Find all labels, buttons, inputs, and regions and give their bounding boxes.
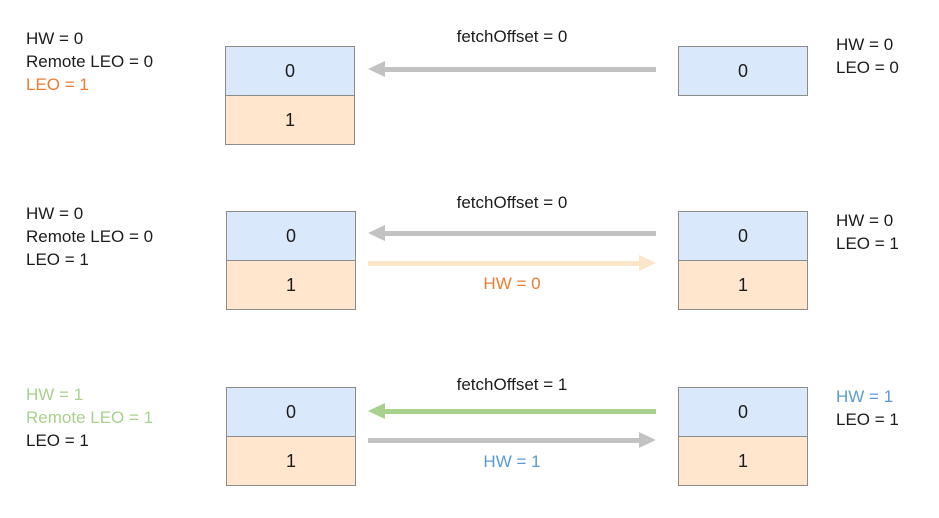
- leader-state-labels: HW = 1 Remote LEO = 1 LEO = 1: [26, 383, 153, 452]
- state-label: HW = 1: [836, 387, 894, 406]
- arrow-line: [368, 260, 639, 266]
- hw-response-arrow: [368, 432, 656, 448]
- hw-response-label: HW = 1: [483, 452, 541, 471]
- log-cell: 1: [679, 260, 807, 309]
- follower-state-labels: HW = 1 LEO = 1: [836, 385, 899, 431]
- leader-log-box: 0 1: [226, 387, 356, 486]
- log-cell: 0: [679, 388, 807, 436]
- follower-state-labels: HW = 0 LEO = 1: [836, 209, 899, 255]
- state-label: HW = 0: [836, 35, 894, 54]
- state-label: Remote LEO = 0: [26, 227, 154, 246]
- arrowhead-left-icon: [368, 403, 385, 419]
- leader-log-box: 0 1: [225, 46, 355, 145]
- state-label: LEO = 1: [26, 75, 89, 94]
- arrowhead-left-icon: [368, 61, 385, 77]
- log-cell: 1: [227, 436, 355, 485]
- hw-response-label: HW = 0: [483, 274, 541, 293]
- arrow-line: [368, 437, 639, 443]
- arrowhead-right-icon: [639, 432, 656, 448]
- arrow-line: [385, 230, 656, 236]
- fetch-request-label: fetchOffset = 1: [456, 375, 568, 394]
- state-label: HW = 1: [26, 385, 84, 404]
- leader-state-labels: HW = 0 Remote LEO = 0 LEO = 1: [26, 202, 153, 271]
- log-cell: 1: [679, 436, 807, 485]
- log-cell: 0: [227, 388, 355, 436]
- fetch-request-label: fetchOffset = 0: [456, 27, 568, 46]
- state-label: Remote LEO = 1: [26, 408, 154, 427]
- state-label: LEO = 1: [26, 250, 89, 269]
- leader-log-box: 0 1: [226, 211, 356, 310]
- fetch-request-arrow: [368, 225, 656, 241]
- arrow-line: [385, 66, 656, 72]
- state-label: LEO = 1: [26, 431, 89, 450]
- fetch-request-label: fetchOffset = 0: [456, 193, 568, 212]
- log-cell: 0: [226, 47, 354, 95]
- log-cell: 1: [226, 95, 354, 144]
- leader-state-labels: HW = 0 Remote LEO = 0 LEO = 1: [26, 27, 153, 96]
- state-label: LEO = 1: [836, 234, 899, 253]
- state-label: Remote LEO = 0: [26, 52, 154, 71]
- state-label: HW = 0: [836, 211, 894, 230]
- follower-state-labels: HW = 0 LEO = 0: [836, 33, 899, 79]
- state-label: LEO = 0: [836, 58, 899, 77]
- arrowhead-left-icon: [368, 225, 385, 241]
- arrow-line: [385, 408, 656, 414]
- fetch-request-arrow: [368, 61, 656, 77]
- follower-log-box: 0: [678, 46, 808, 96]
- state-label: HW = 0: [26, 29, 84, 48]
- hw-response-arrow: [368, 255, 656, 271]
- arrowhead-right-icon: [639, 255, 656, 271]
- follower-log-box: 0 1: [678, 387, 808, 486]
- log-cell: 0: [679, 212, 807, 260]
- follower-log-box: 0 1: [678, 211, 808, 310]
- state-label: LEO = 1: [836, 410, 899, 429]
- log-cell: 1: [227, 260, 355, 309]
- log-cell: 0: [679, 47, 807, 95]
- fetch-request-arrow: [368, 403, 656, 419]
- state-label: HW = 0: [26, 204, 84, 223]
- log-cell: 0: [227, 212, 355, 260]
